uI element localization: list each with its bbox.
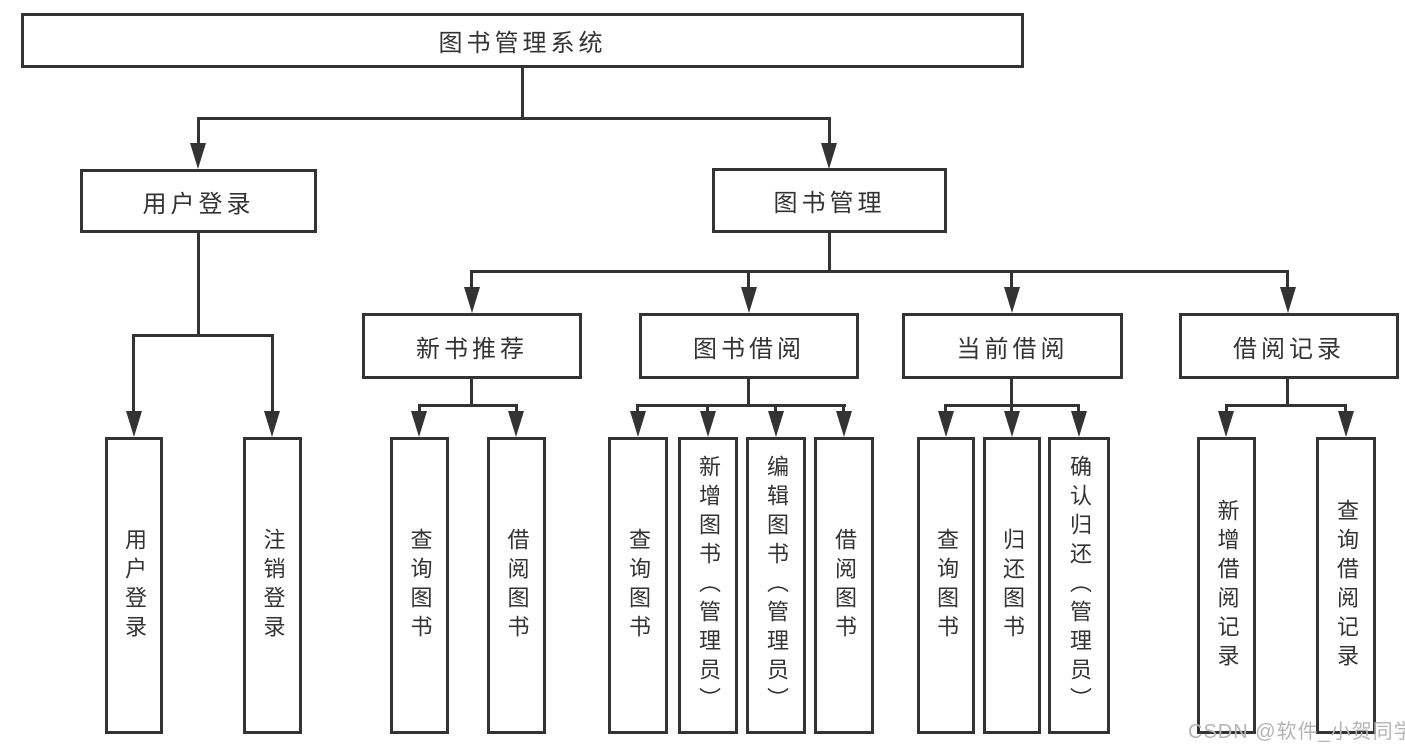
- node-book-borrowing: 图书借阅: [639, 313, 859, 379]
- connector-segment: [197, 117, 200, 145]
- arrow-down-icon: [1280, 287, 1296, 313]
- leaf-query-borrow-record: 查询借阅记录: [1316, 437, 1376, 734]
- leaf-edit-books-admin: 编辑图书（管理员）: [746, 437, 806, 734]
- connector-segment: [636, 404, 639, 416]
- arrow-down-icon: [1338, 411, 1354, 437]
- connector-segment: [1225, 404, 1346, 407]
- connector-segment: [1010, 270, 1013, 290]
- node-borrowing-records: 借阅记录: [1179, 313, 1399, 379]
- arrow-down-icon: [768, 411, 784, 437]
- connector-segment: [747, 270, 750, 290]
- connector-segment: [132, 334, 135, 414]
- arrow-down-icon: [464, 287, 480, 313]
- leaf-label: 编辑图书（管理员）: [764, 455, 789, 716]
- arrow-down-icon: [821, 143, 837, 169]
- leaf-label: 新增图书（管理员）: [696, 455, 721, 716]
- arrow-down-icon: [190, 143, 206, 169]
- connector-segment: [706, 404, 709, 416]
- leaf-label: 借阅图书: [504, 527, 530, 644]
- node-root-library-system: 图书管理系统: [21, 13, 1024, 68]
- leaf-label: 查询图书: [626, 527, 651, 644]
- arrow-down-icon: [126, 411, 142, 437]
- connector-segment: [636, 404, 846, 407]
- connector-segment: [197, 233, 200, 337]
- node-new-book-recommendation: 新书推荐: [362, 313, 582, 379]
- connector-segment: [1077, 404, 1080, 416]
- connector-segment: [470, 270, 473, 290]
- arrow-down-icon: [1004, 411, 1020, 437]
- leaf-logout: 注销登录: [243, 437, 302, 734]
- node-current-borrowing: 当前借阅: [902, 313, 1123, 379]
- node-user-login: 用户登录: [80, 169, 317, 233]
- arrow-down-icon: [836, 411, 852, 437]
- leaf-label: 确认归还（管理员）: [1067, 455, 1092, 716]
- arrow-down-icon: [700, 411, 716, 437]
- connector-segment: [828, 233, 831, 273]
- leaf-label: 查询借阅记录: [1334, 498, 1359, 673]
- connector-segment: [774, 404, 777, 416]
- connector-segment: [418, 404, 518, 407]
- leaf-label: 注销登录: [260, 527, 286, 644]
- arrow-down-icon: [1218, 411, 1234, 437]
- node-book-management: 图书管理: [712, 168, 947, 233]
- connector-segment: [842, 404, 845, 416]
- connector-segment: [747, 379, 750, 407]
- leaf-label: 新增借阅记录: [1214, 498, 1240, 673]
- connector-segment: [271, 334, 274, 414]
- arrow-down-icon: [1071, 411, 1087, 437]
- connector-segment: [944, 404, 947, 416]
- arrow-down-icon: [264, 411, 280, 437]
- arrow-down-icon: [741, 287, 757, 313]
- leaf-borrow-books-recommend: 借阅图书: [487, 437, 546, 734]
- watermark: CSDN @软件_小贺同学: [1188, 721, 1405, 743]
- connector-segment: [828, 117, 831, 145]
- arrow-down-icon: [630, 411, 646, 437]
- leaf-add-borrow-record: 新增借阅记录: [1197, 437, 1256, 734]
- arrow-down-icon: [1004, 287, 1020, 313]
- leaf-borrow-books: 借阅图书: [814, 437, 874, 734]
- leaf-user-login: 用户登录: [105, 437, 163, 734]
- connector-segment: [470, 270, 1289, 273]
- connector-segment: [1344, 404, 1347, 416]
- arrow-down-icon: [508, 411, 524, 437]
- arrow-down-icon: [411, 411, 427, 437]
- leaf-label: 用户登录: [122, 527, 147, 644]
- connector-segment: [1010, 404, 1013, 416]
- leaf-label: 借阅图书: [832, 527, 857, 644]
- connector-segment: [132, 334, 274, 337]
- arrow-down-icon: [938, 411, 954, 437]
- leaf-add-books-admin: 新增图书（管理员）: [678, 437, 738, 734]
- connector-segment: [521, 68, 524, 120]
- connector-segment: [1010, 379, 1013, 407]
- connector-segment: [515, 404, 518, 416]
- leaf-confirm-return-admin: 确认归还（管理员）: [1048, 437, 1110, 734]
- leaf-return-books: 归还图书: [983, 437, 1041, 734]
- leaf-label: 查询图书: [934, 527, 959, 644]
- leaf-query-books-current: 查询图书: [917, 437, 975, 734]
- connector-segment: [418, 404, 421, 416]
- leaf-label: 归还图书: [1000, 527, 1025, 644]
- leaf-label: 查询图书: [407, 527, 433, 644]
- connector-segment: [470, 379, 473, 407]
- leaf-query-books-borrowing: 查询图书: [608, 437, 668, 734]
- connector-segment: [197, 117, 831, 120]
- connector-segment: [1225, 404, 1228, 416]
- leaf-query-books-recommend: 查询图书: [390, 437, 449, 734]
- connector-segment: [1286, 270, 1289, 290]
- connector-segment: [1286, 379, 1289, 407]
